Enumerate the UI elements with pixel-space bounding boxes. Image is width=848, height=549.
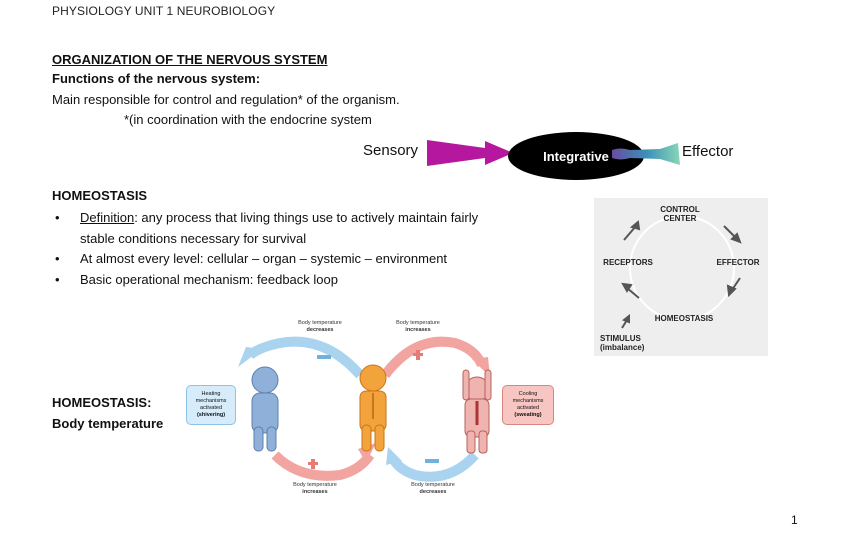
- loop-label-homeostasis: HOMEOSTASIS: [654, 314, 714, 323]
- loop-label-receptors: RECEPTORS: [603, 258, 653, 267]
- section-title-homeostasis: HOMEOSTASIS: [52, 188, 148, 203]
- body-temp-title-line2: Body temperature: [52, 416, 164, 431]
- body-temperature-diagram: [238, 336, 492, 482]
- cooling-mechanisms-box: Cooling mechanisms activated (sweating): [502, 385, 554, 425]
- loop-label-stimulus-note: (imbalance): [600, 343, 645, 352]
- body-temp-title-line1: HOMEOSTASIS:: [52, 395, 152, 410]
- page-number: 1: [791, 513, 798, 527]
- heating-mechanisms-box: Heating mechanisms activated (shivering): [186, 385, 236, 425]
- functions-footnote: *(in coordination with the endocrine sys…: [124, 112, 372, 127]
- feedback-loop-diagram: CONTROL CENTER RECEPTORS EFFECTOR HOMEOS…: [594, 198, 768, 356]
- bullet-definition: •Definition: any process that living thi…: [55, 210, 479, 246]
- plus-icon-top: [416, 350, 420, 360]
- definition-text: : any process that living things use to …: [80, 210, 479, 246]
- bullet-levels: •At almost every level: cellular – organ…: [55, 251, 448, 266]
- section-title-organization: ORGANIZATION OF THE NERVOUS SYSTEM: [52, 52, 328, 67]
- body-temperature-title: HOMEOSTASIS: Body temperature: [52, 392, 163, 434]
- loop-circle: [621, 215, 742, 329]
- bullet-mechanism: •Basic operational mechanism: feedback l…: [55, 271, 338, 287]
- loop-label-stimulus: STIMULUS: [600, 334, 641, 343]
- minus-icon-bottom: [425, 459, 439, 463]
- cold-person-icon: [251, 366, 279, 452]
- loop-label-control-center: CONTROL CENTER: [660, 205, 700, 223]
- flow-label-integrative: Integrative: [543, 148, 609, 164]
- flow-label-effector: Effector: [682, 143, 734, 160]
- plus-icon-bottom: [311, 459, 315, 469]
- neutral-person-icon: [359, 364, 387, 452]
- flow-label-sensory: Sensory: [363, 142, 419, 159]
- effector-arrow-icon: [612, 143, 680, 165]
- page-header: PHYSIOLOGY UNIT 1 NEUROBIOLOGY: [52, 4, 276, 18]
- arrow-increase-top: [381, 336, 487, 379]
- levels-text: At almost every level: cellular – organ …: [80, 251, 448, 266]
- arrow-head-cold-top: [238, 347, 262, 367]
- arrow-decrease-bottom: [389, 451, 479, 482]
- functions-text: Main responsible for control and regulat…: [52, 92, 400, 107]
- mechanism-text: Basic operational mechanism: feedback lo…: [80, 271, 338, 287]
- sensory-arrow-icon: [427, 140, 513, 166]
- arrow-increase-bottom: [271, 451, 375, 481]
- minus-icon-top: [317, 355, 331, 359]
- loop-label-effector: EFFECTOR: [716, 258, 760, 267]
- definition-term: Definition: [80, 210, 135, 225]
- homeostasis-bullets: •Definition: any process that living thi…: [52, 208, 512, 290]
- section-subtitle-functions: Functions of the nervous system:: [52, 71, 261, 86]
- hot-person-icon: [462, 369, 492, 454]
